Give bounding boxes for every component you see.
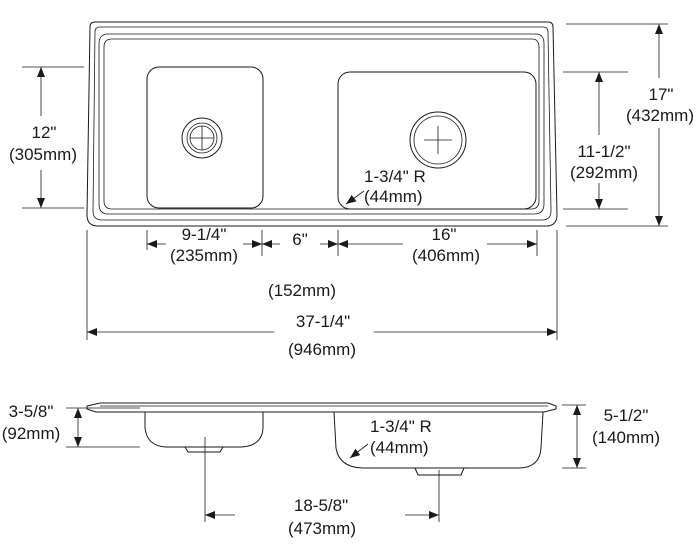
side-corner-radius-imperial: 1-3/4" R (370, 417, 432, 436)
overall-height-metric: (432mm) (626, 106, 694, 125)
sink-rim-inner-1 (92, 26, 552, 221)
side-view: 3-5/8" (92mm) 5-1/2" (140mm) 1-3/4" R (4… (2, 402, 660, 538)
large-bowl-height-imperial: 11-1/2" (578, 142, 631, 161)
small-bowl-width-imperial: 9-1/4" (182, 225, 227, 244)
overall-height-imperial: 17" (649, 85, 674, 104)
sink-deck-edge (98, 33, 545, 215)
bowl-gap-imperial: 6" (292, 230, 308, 249)
top-view: 17" (432mm) 11-1/2" (292mm) 12" (305mm) … (9, 21, 694, 359)
top-corner-radius-imperial: 1-3/4" R (364, 167, 426, 186)
large-bowl-width-metric: (406mm) (412, 246, 480, 265)
side-rim-flange (86, 402, 557, 413)
side-large-drain (414, 467, 465, 476)
large-bowl-depth-metric: (140mm) (592, 428, 660, 447)
small-bowl-height-metric: (305mm) (9, 145, 77, 164)
small-bowl-height-imperial: 12" (32, 123, 57, 142)
large-bowl-height-metric: (292mm) (570, 163, 638, 182)
side-small-bowl (144, 412, 264, 448)
side-small-drain (184, 446, 224, 453)
small-bowl-width-metric: (235mm) (170, 246, 238, 265)
drain-spacing-imperial: 18-5/8" (294, 496, 348, 515)
sink-outer-rim (86, 21, 558, 227)
bowl-gap-metric: (152mm) (268, 281, 336, 300)
overall-width-imperial: 37-1/4" (296, 312, 350, 331)
side-large-bowl (333, 411, 544, 469)
small-bowl-depth-imperial: 3-5/8" (9, 402, 54, 421)
overall-width-metric: (946mm) (288, 340, 356, 359)
large-bowl-drain (409, 111, 467, 169)
top-corner-radius-metric: (44mm) (364, 187, 423, 206)
large-bowl-width-imperial: 16" (432, 225, 457, 244)
large-bowl-depth-imperial: 5-1/2" (604, 406, 649, 425)
large-bowl (337, 71, 537, 210)
small-bowl-drain (181, 117, 223, 159)
sink-deck-inner (103, 38, 540, 210)
side-corner-radius-metric: (44mm) (370, 438, 429, 457)
drain-spacing-metric: (473mm) (288, 519, 356, 538)
small-bowl-depth-metric: (92mm) (2, 424, 61, 443)
small-bowl (146, 66, 264, 209)
